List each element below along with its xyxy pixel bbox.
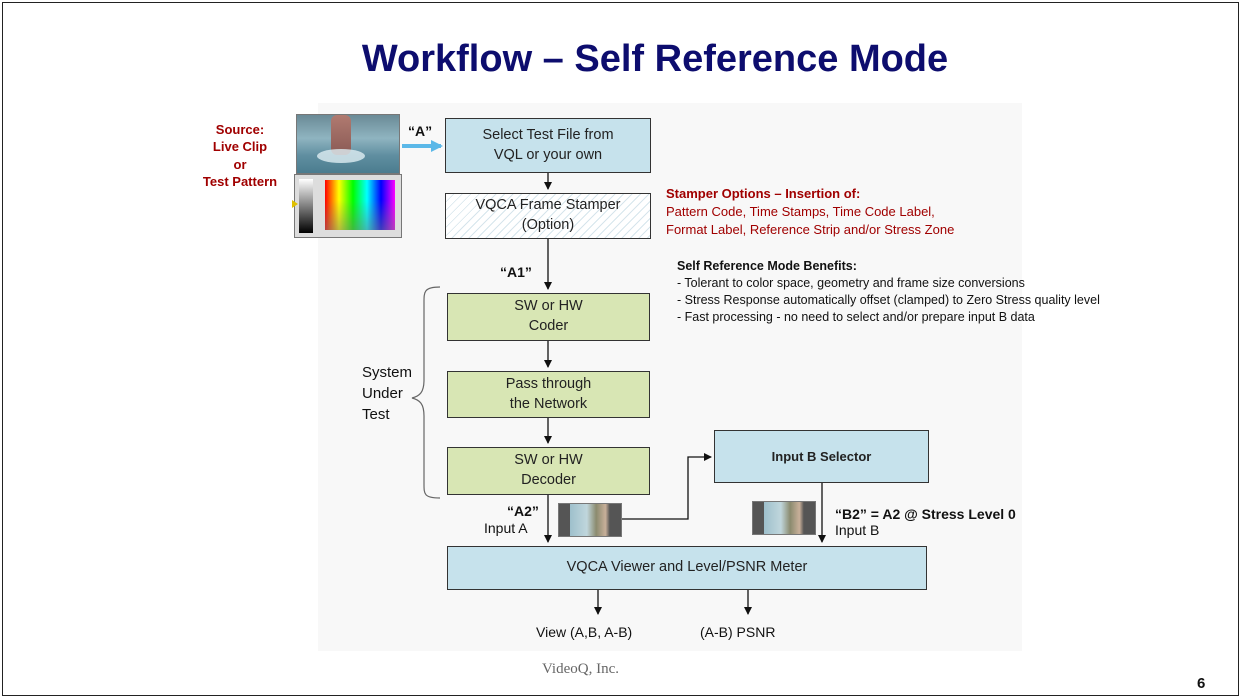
viewer-box: VQCA Viewer and Level/PSNR Meter [447, 546, 927, 590]
source-line-2: Live Clip [212, 139, 268, 155]
arrow-a2-to-selector [621, 453, 712, 520]
stamper-options-line-1: Pattern Code, Time Stamps, Time Code Lab… [666, 204, 935, 220]
coder-box: SW or HW Coder [447, 293, 650, 341]
input-b-selector-label: Input B Selector [771, 448, 872, 464]
network-box: Pass through the Network [447, 371, 650, 418]
a2-frame-thumbnail [558, 503, 622, 537]
system-under-test-brace [411, 286, 441, 499]
source-line-1: Source: [215, 122, 265, 137]
decoder-label: SW or HW Decoder [514, 452, 583, 488]
decoder-box: SW or HW Decoder [447, 447, 650, 495]
color-field [325, 180, 395, 230]
frame-stamper-label: VQCA Frame Stamper (Option) [475, 197, 621, 233]
label-view-output: View (A,B, A-B) [536, 624, 633, 640]
page-number: 6 [1197, 675, 1206, 692]
label-a2: “A2” [507, 503, 539, 519]
input-b-selector-box: Input B Selector [714, 430, 929, 483]
slide-title: Workflow – Self Reference Mode [361, 38, 949, 80]
label-b2: “B2” = A2 @ Stress Level 0 [835, 506, 1016, 522]
benefit-item: - Tolerant to color space, geometry and … [677, 276, 1025, 291]
benefit-item: - Stress Response automatically offset (… [677, 293, 1100, 308]
source-line-3: or [233, 156, 247, 172]
network-label: Pass through the Network [505, 375, 592, 412]
label-input-b: Input B [835, 522, 880, 538]
label-input-a: Input A [484, 520, 528, 536]
source-label: Source: Live Clip or Test Pattern [190, 121, 290, 190]
figure-shape [331, 115, 351, 155]
test-pattern-thumbnail [292, 174, 402, 238]
stamper-options-heading: Stamper Options – Insertion of: [666, 186, 861, 201]
benefits-heading: Self Reference Mode Benefits: [677, 259, 857, 273]
viewer-label: VQCA Viewer and Level/PSNR Meter [566, 559, 808, 576]
frame-stamper-box: VQCA Frame Stamper (Option) [445, 193, 651, 239]
live-clip-thumbnail [296, 114, 400, 174]
marker-arrow [292, 200, 298, 208]
b2-frame-thumbnail [752, 501, 816, 535]
source-line-4: Test Pattern [202, 173, 278, 189]
label-system-under-test: System Under Test [362, 364, 413, 423]
label-a: “A” [408, 123, 433, 139]
gray-ramp [299, 179, 313, 233]
benefits-list: Self Reference Mode Benefits: - Tolerant… [677, 258, 1100, 327]
stamper-options: Stamper Options – Insertion of: Pattern … [666, 185, 954, 240]
label-a1: “A1” [500, 264, 532, 280]
coder-label: SW or HW Coder [514, 298, 583, 334]
stamper-options-line-2: Format Label, Reference Strip and/or Str… [666, 222, 955, 238]
label-psnr-output: (A-B) PSNR [700, 624, 776, 640]
select-test-file-label: Select Test File from VQL or your own [482, 126, 614, 163]
footer-company: VideoQ, Inc. [542, 661, 619, 677]
splash-shape [317, 149, 365, 163]
benefit-item: - Fast processing - no need to select an… [677, 310, 1035, 325]
select-test-file-box: Select Test File from VQL or your own [445, 118, 651, 173]
